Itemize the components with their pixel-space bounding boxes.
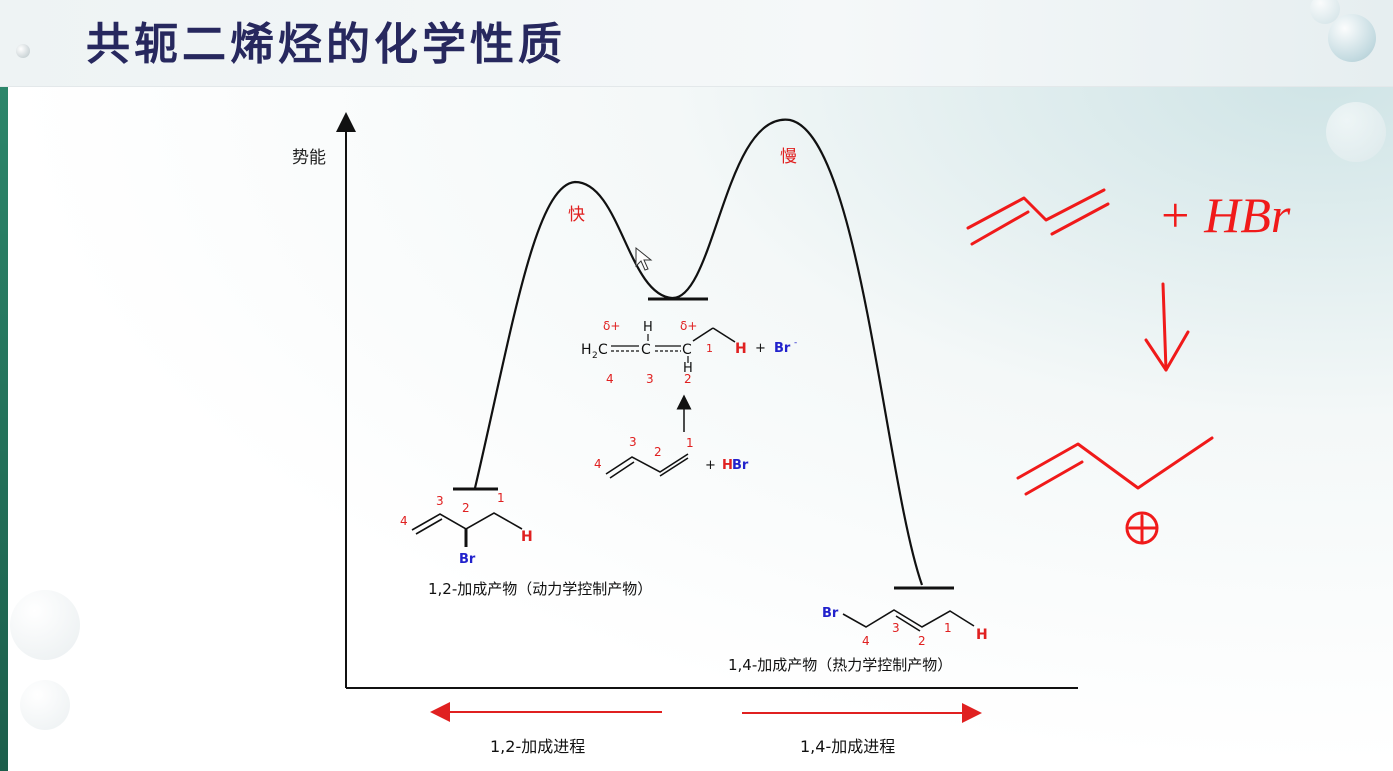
hand-reagent-hbr: + HBr: [1158, 187, 1291, 243]
energy-curve: [473, 118, 924, 586]
product-12-structure: 4 3 2 1 H Br: [400, 491, 533, 567]
hand-double-bond-2: [1050, 202, 1110, 236]
pos-3: 3: [646, 372, 654, 386]
product-14-structure: Br 4 3 2 1 H: [822, 606, 988, 648]
bubble-decoration: [16, 44, 30, 58]
hand-butadiene: [966, 188, 1106, 230]
delta-plus-left: δ+: [603, 319, 620, 333]
hand-allyl-cation: [1016, 436, 1214, 490]
progress-14-label: 1,4-加成进程: [800, 737, 895, 756]
y-axis-label: 势能: [292, 148, 326, 168]
p14-h: H: [976, 627, 988, 643]
c-middle: C: [641, 342, 651, 358]
c-left: C: [598, 342, 608, 358]
bubble-decoration: [1328, 14, 1376, 62]
h2c-h: H: [581, 342, 592, 358]
cursor-icon: [635, 246, 653, 271]
hand-cation-double-bond: [1024, 460, 1084, 496]
bromide: Br: [774, 341, 791, 356]
accent-strip: [0, 0, 8, 771]
reactant-h: H: [722, 458, 733, 473]
hand-double-bond-1: [970, 210, 1030, 246]
plus-sign: +: [755, 341, 766, 356]
pos-1: 1: [706, 342, 713, 355]
h-bottom: H: [683, 361, 693, 376]
title-band: [0, 0, 1393, 87]
bubble-decoration: [20, 680, 70, 730]
p14-pos-2: 2: [918, 634, 926, 648]
hand-plus-sign: [1128, 514, 1158, 544]
slide-title: 共轭二烯烃的化学性质: [86, 19, 566, 70]
hand-down-arrow: [1161, 282, 1168, 372]
slow-peak-label: 慢: [780, 146, 797, 167]
p14-pos-4: 4: [862, 634, 870, 648]
h2c-subscript: 2: [592, 351, 598, 361]
handwritten-notes: [966, 188, 1214, 545]
p14-pos-3: 3: [892, 621, 900, 635]
p12-pos-4: 4: [400, 514, 408, 528]
p12-pos-2: 2: [462, 501, 470, 515]
h-top: H: [643, 320, 653, 335]
p12-h: H: [521, 529, 533, 545]
pos-4: 4: [606, 372, 614, 386]
reactant-br: Br: [732, 458, 749, 473]
p12-pos-1: 1: [497, 491, 505, 505]
product-14-caption: 1,4-加成产物（热力学控制产物）: [728, 656, 952, 674]
allyl-cation-intermediate: δ+ δ+ H H 2 C C C H 1 H + Br - 4 3 2: [581, 319, 797, 386]
c-right: C: [682, 342, 692, 358]
reactant-pos-1: 1: [686, 436, 694, 450]
p14-pos-1: 1: [944, 621, 952, 635]
bubble-decoration: [1326, 102, 1386, 162]
p12-pos-3: 3: [436, 494, 444, 508]
progress-12-label: 1,2-加成进程: [490, 737, 585, 756]
p14-br: Br: [822, 606, 839, 621]
fast-peak-label: 快: [568, 205, 585, 225]
added-h: H: [735, 341, 747, 357]
pos-2: 2: [684, 372, 692, 386]
delta-plus-right: δ+: [680, 319, 697, 333]
product-12-caption: 1,2-加成产物（动力学控制产物）: [428, 580, 652, 598]
butadiene-reactant: 1 2 3 4 + H Br: [594, 435, 749, 479]
bubble-decoration: [10, 590, 80, 660]
reactant-plus: +: [705, 458, 716, 473]
hand-down-arrowhead: [1144, 330, 1190, 372]
p12-br: Br: [459, 552, 476, 567]
bromide-charge: -: [794, 338, 797, 348]
reactant-pos-2: 2: [654, 445, 662, 459]
reactant-pos-4: 4: [594, 457, 602, 471]
reactant-pos-3: 3: [629, 435, 637, 449]
